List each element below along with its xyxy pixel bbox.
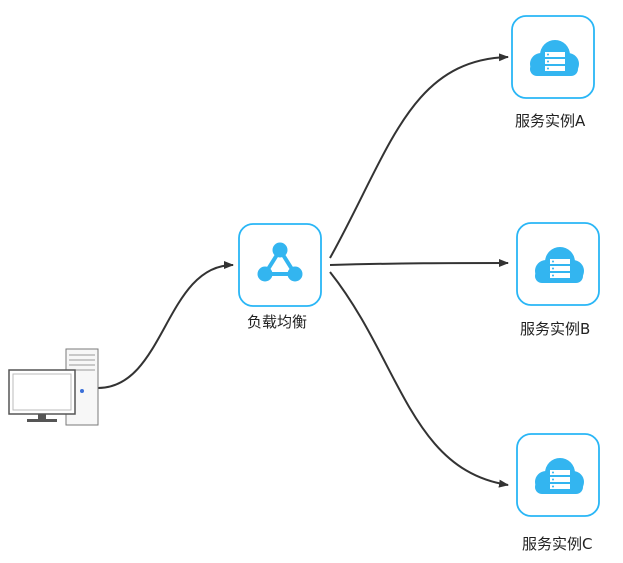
edge-client-to-load-balancer bbox=[97, 261, 234, 389]
service-a-label: 服务实例A bbox=[515, 112, 586, 130]
cloud-server-icon bbox=[516, 222, 600, 306]
load-balancer-label: 负载均衡 bbox=[247, 313, 308, 331]
service-b-label: 服务实例B bbox=[520, 320, 591, 338]
service-c-label: 服务实例C bbox=[522, 535, 593, 553]
edge-load-balancer-to-service-b bbox=[329, 259, 509, 268]
cloud-server-icon bbox=[511, 15, 595, 99]
edge-load-balancer-to-service-a bbox=[329, 53, 509, 259]
desktop-computer-icon bbox=[8, 348, 99, 426]
load-balancer-icon bbox=[238, 223, 322, 307]
cloud-server-icon bbox=[516, 433, 600, 517]
edge-load-balancer-to-service-c bbox=[329, 271, 509, 488]
